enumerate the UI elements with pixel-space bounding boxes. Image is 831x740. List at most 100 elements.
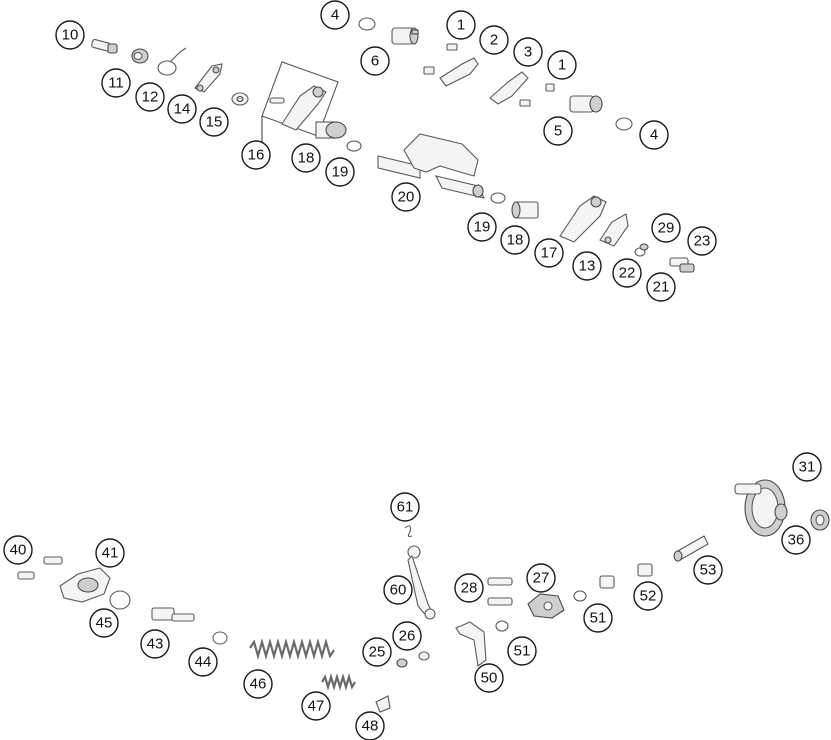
part-19-oring: [346, 140, 362, 152]
lower-assembly: [17, 479, 830, 713]
callout-1-right[interactable]: 1: [547, 50, 577, 80]
callout-31-label: 31: [799, 459, 816, 476]
callout-1-right-label: 1: [558, 57, 566, 74]
part-40-bolt: [17, 556, 63, 580]
callout-11[interactable]: 11: [101, 68, 131, 98]
callout-47[interactable]: 47: [301, 691, 331, 721]
callout-5[interactable]: 5: [543, 116, 573, 146]
callout-40-label: 40: [10, 542, 27, 559]
callout-5-label: 5: [554, 123, 562, 140]
callout-44[interactable]: 44: [188, 647, 218, 677]
callout-10-label: 10: [62, 27, 79, 44]
part-51-washer-b: [573, 590, 587, 602]
callout-16[interactable]: 16: [241, 140, 271, 170]
callout-36-label: 36: [788, 532, 805, 549]
callout-19-bottom[interactable]: 19: [467, 212, 497, 242]
callout-22[interactable]: 22: [612, 258, 642, 288]
callout-12-label: 12: [142, 89, 159, 106]
callout-23[interactable]: 23: [687, 226, 717, 256]
callout-10[interactable]: 10: [55, 20, 85, 50]
callout-31[interactable]: 31: [792, 452, 822, 482]
callout-48[interactable]: 48: [355, 711, 385, 740]
callout-60-label: 60: [390, 582, 407, 599]
callout-61[interactable]: 61: [390, 492, 420, 522]
part-19-oring-right: [490, 192, 506, 204]
callout-26[interactable]: 26: [392, 621, 422, 651]
callout-28[interactable]: 28: [454, 573, 484, 603]
callout-18-bottom[interactable]: 18: [500, 225, 530, 255]
callout-13[interactable]: 13: [572, 251, 602, 281]
part-1-screw-b: [545, 83, 555, 92]
callout-41-label: 41: [102, 545, 119, 562]
callout-4-top-label: 4: [331, 7, 339, 24]
callout-51-left[interactable]: 51: [507, 636, 537, 666]
callout-27-label: 27: [533, 570, 550, 587]
callout-14[interactable]: 14: [167, 94, 197, 124]
callout-15[interactable]: 15: [199, 107, 229, 137]
callout-25[interactable]: 25: [362, 637, 392, 667]
part-41-housing: [59, 567, 111, 603]
callout-51-right-label: 51: [590, 610, 607, 627]
callout-28-label: 28: [461, 580, 478, 597]
callout-18-bottom-label: 18: [507, 232, 524, 249]
callout-2[interactable]: 2: [479, 25, 509, 55]
callout-19-top-label: 19: [332, 164, 349, 181]
callout-3[interactable]: 3: [513, 37, 543, 67]
callout-1-top[interactable]: 1: [446, 10, 476, 40]
callout-4-right[interactable]: 4: [639, 120, 669, 150]
part-14-lever: [194, 63, 223, 93]
callout-50[interactable]: 50: [474, 663, 504, 693]
callout-14-label: 14: [174, 101, 191, 118]
callout-4-right-label: 4: [650, 127, 658, 144]
callout-6[interactable]: 6: [360, 46, 390, 76]
callout-17[interactable]: 17: [534, 238, 564, 268]
callout-1-top-label: 1: [457, 17, 465, 34]
callout-17-label: 17: [541, 245, 558, 262]
callout-21[interactable]: 21: [646, 272, 676, 302]
part-2-lever: [423, 57, 479, 87]
callout-51-left-label: 51: [514, 643, 531, 660]
callout-46[interactable]: 46: [243, 669, 273, 699]
callout-19-top[interactable]: 19: [325, 157, 355, 187]
callout-20[interactable]: 20: [391, 182, 421, 212]
callout-13-label: 13: [579, 258, 596, 275]
callout-18-top[interactable]: 18: [291, 143, 321, 173]
callout-23-label: 23: [694, 233, 711, 250]
callout-18-top-label: 18: [298, 150, 315, 167]
part-5-sleeve: [569, 95, 603, 113]
callout-40[interactable]: 40: [3, 535, 33, 565]
callout-21-label: 21: [653, 279, 670, 296]
callout-3-label: 3: [524, 44, 532, 61]
part-1-screw-a: [446, 43, 458, 51]
callout-51-right[interactable]: 51: [583, 603, 613, 633]
callout-41[interactable]: 41: [95, 538, 125, 568]
part-46-spring: [249, 637, 335, 661]
callout-43[interactable]: 43: [140, 629, 170, 659]
part-3-arm: [489, 71, 531, 107]
callout-4-top[interactable]: 4: [320, 0, 350, 30]
callout-53[interactable]: 53: [693, 555, 723, 585]
callout-60[interactable]: 60: [383, 575, 413, 605]
part-60-rod: [407, 545, 436, 620]
callout-22-label: 22: [619, 265, 636, 282]
part-44-washer: [212, 631, 228, 645]
callout-36[interactable]: 36: [781, 525, 811, 555]
part-6-sleeve: [391, 27, 419, 45]
callout-12[interactable]: 12: [135, 82, 165, 112]
callout-52[interactable]: 52: [633, 581, 663, 611]
callout-29[interactable]: 29: [651, 213, 681, 243]
callout-15-label: 15: [206, 114, 223, 131]
part-27-block: [527, 593, 565, 619]
part-12-spring: [157, 47, 187, 76]
callout-25-label: 25: [369, 644, 386, 661]
callout-26-label: 26: [399, 628, 416, 645]
part-18-sleeve-right: [511, 201, 539, 219]
callout-45[interactable]: 45: [89, 608, 119, 638]
part-4-washer-top: [358, 17, 376, 31]
part-18-sleeve: [315, 121, 347, 139]
part-61-clip: [404, 525, 413, 538]
callout-27[interactable]: 27: [526, 563, 556, 593]
callout-47-label: 47: [308, 698, 325, 715]
part-21-bolt: [669, 257, 695, 273]
callout-50-label: 50: [481, 670, 498, 687]
